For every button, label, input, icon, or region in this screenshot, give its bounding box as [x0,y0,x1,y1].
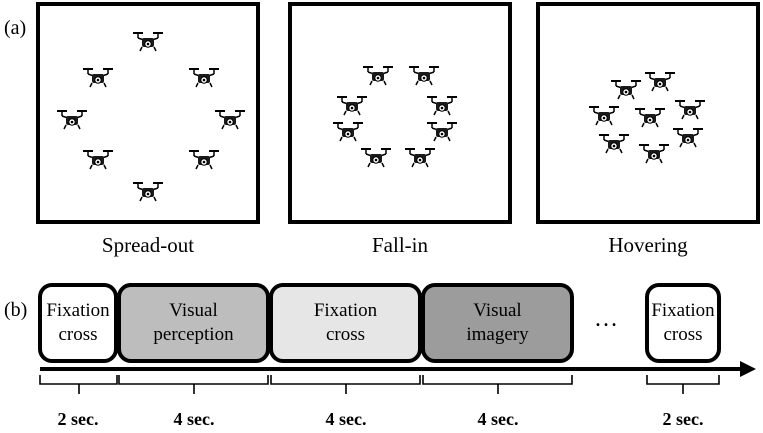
brace-4 [422,375,573,394]
drone-icon [427,122,457,142]
block-line: perception [153,324,234,345]
brace-1 [39,375,118,394]
spread-out-caption: Spread-out [101,233,195,257]
drone-icon [673,128,703,148]
brace-5 [646,375,720,394]
drone-icon [635,108,665,128]
drone-icon [189,150,219,170]
hovering-formation-box [536,2,760,224]
drone-icon [83,68,113,88]
drone-icon [645,72,675,92]
duration-label: 2 sec. [662,409,704,429]
visual-imagery-block: Visual imagery [421,283,574,363]
block-line: Visual [473,300,522,321]
panel-a-label: (a) [4,17,27,39]
drone-icon [333,122,363,142]
drone-icon [639,144,669,164]
block-line: imagery [466,324,529,345]
fixation-cross-block-2: Fixation cross [269,283,422,363]
brace-3 [270,375,421,394]
drone-icon [409,66,439,86]
ellipsis: … [594,306,619,332]
panel-b-label: (b) [4,299,28,321]
drone-icon [133,182,163,202]
fall-in-drones [333,66,457,168]
block-line: cross [58,324,98,345]
visual-perception-block: Visual perception [117,283,270,363]
drone-icon [599,134,629,154]
block-line: Fixation [651,300,715,321]
drone-icon [589,106,619,126]
drone-icon [215,110,245,130]
drone-icon [675,100,705,120]
block-line: Fixation [46,300,110,321]
hovering-drones [589,72,705,164]
brace-2 [118,375,269,394]
hovering-caption: Hovering [608,233,688,257]
drone-icon [57,110,87,130]
fall-in-caption: Fall-in [372,233,428,257]
duration-braces [39,375,720,394]
duration-label: 4 sec. [477,409,519,429]
spread-out-drones [57,32,245,202]
drone-icon [133,32,163,52]
drone-icon [189,68,219,88]
block-line: Fixation [313,300,378,321]
block-line: cross [663,324,703,345]
drone-icon [363,66,393,86]
timeline-arrowhead-icon [740,361,756,377]
spread-out-formation-box [36,2,260,224]
duration-label: 4 sec. [173,409,215,429]
drone-icon [427,96,457,116]
drone-icon [405,148,435,168]
duration-label: 2 sec. [57,409,99,429]
drone-icon [611,80,641,100]
fall-in-formation-box [288,2,512,224]
drone-icon [361,148,391,168]
drone-icon [83,150,113,170]
fixation-cross-block-3: Fixation cross [645,283,721,363]
block-line: Visual [169,300,218,321]
duration-label: 4 sec. [325,409,367,429]
drone-icon [337,96,367,116]
block-line: cross [325,324,366,345]
fixation-cross-block-1: Fixation cross [38,283,118,363]
